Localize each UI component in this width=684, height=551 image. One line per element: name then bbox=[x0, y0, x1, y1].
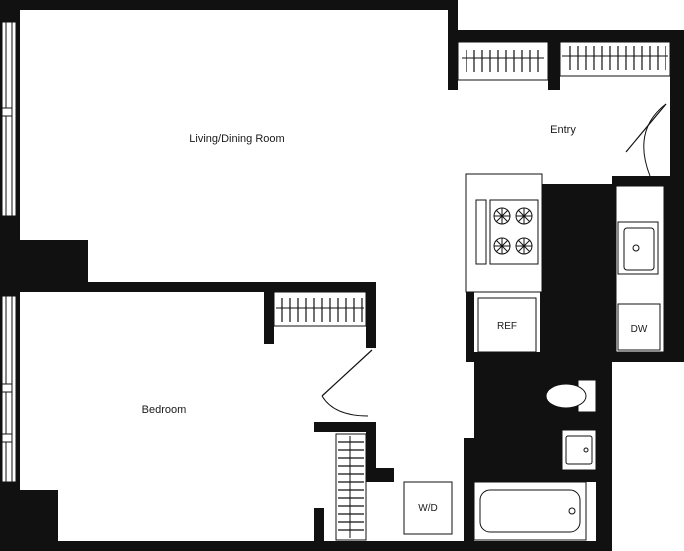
refrigerator-label: REF bbox=[497, 321, 517, 332]
doors bbox=[321, 103, 667, 417]
bathroom bbox=[473, 379, 597, 541]
refrigerator bbox=[477, 297, 537, 353]
washer-dryer-label: W/D bbox=[418, 503, 437, 514]
windows bbox=[1, 21, 17, 483]
room-label-entry: Entry bbox=[550, 124, 576, 136]
closets bbox=[273, 41, 671, 541]
washer-dryer bbox=[403, 481, 453, 535]
kitchen bbox=[465, 173, 665, 353]
toilet bbox=[545, 383, 587, 409]
dishwasher-label: DW bbox=[631, 324, 648, 335]
room-label-bedroom: Bedroom bbox=[142, 404, 187, 416]
dishwasher bbox=[617, 303, 661, 351]
cooktop-burners bbox=[493, 207, 533, 255]
room-label-living-dining: Living/Dining Room bbox=[189, 133, 284, 145]
